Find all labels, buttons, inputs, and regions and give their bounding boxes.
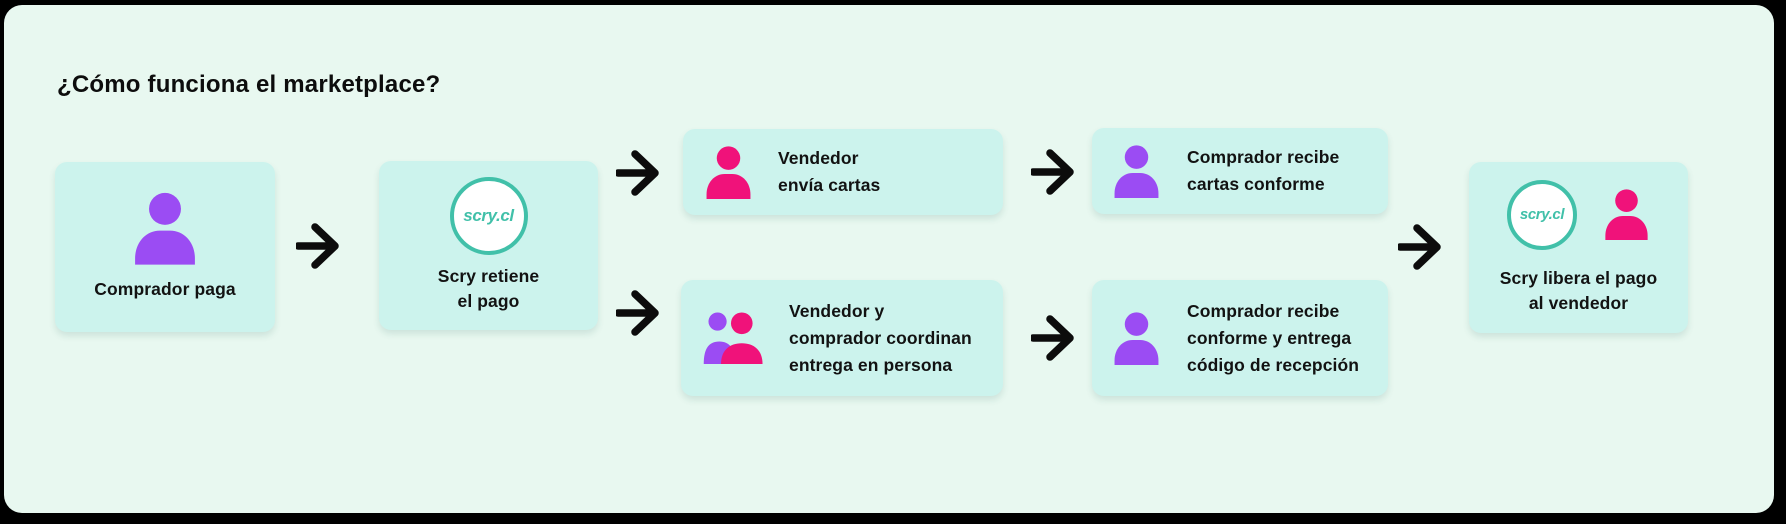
arrow-right-icon [1031,149,1074,195]
step-buyer-gives-reception-code: Comprador recibe conforme y entrega códi… [1092,280,1388,396]
step-scry-releases-payment: scry.cl Scry libera el pago al vendedor [1469,162,1688,333]
scry-logo-text: scry.cl [1519,206,1565,223]
arrow-right-icon [1031,315,1074,361]
step-scry-holds-payment: scry.cl Scry retiene el pago [379,161,598,330]
scry-logo-text: scry.cl [463,206,514,225]
buyer-person-icon [1114,311,1159,365]
seller-person-icon [706,145,751,199]
arrow-right-icon [616,150,659,196]
step-label: Comprador recibe conforme y entrega códi… [1187,300,1360,375]
buyer-and-seller-icon [703,312,763,364]
buyer-person-icon [1114,144,1159,198]
step-coordinate-delivery: Vendedor y comprador coordinan entrega e… [681,280,1003,396]
step-buyer-receives-cards: Comprador recibe cartas conforme [1092,128,1388,214]
step-buyer-pays: Comprador paga [55,162,275,332]
arrow-right-icon [616,290,659,336]
arrow-right-icon [296,223,339,269]
page-title: ¿Cómo funciona el marketplace? [57,71,441,98]
arrow-right-icon [1398,224,1441,270]
step-label: Scry retiene el pago [437,266,540,311]
step-label: Comprador recibe cartas conforme [1187,147,1340,194]
step-seller-ships-cards: Vendedor envía cartas [683,129,1003,215]
step-label: Scry libera el pago al vendedor [1499,267,1658,313]
step-label: Vendedor y comprador coordinan entrega e… [789,300,972,375]
step-label: Vendedor envía cartas [778,148,881,195]
step-icons: scry.cl [1507,179,1650,250]
step-label: Comprador paga [94,279,236,299]
buyer-person-icon [135,192,195,265]
scry-logo-badge-icon: scry.cl [1507,179,1577,250]
scry-logo-badge-icon: scry.cl [449,177,528,255]
seller-person-icon [1605,189,1648,240]
